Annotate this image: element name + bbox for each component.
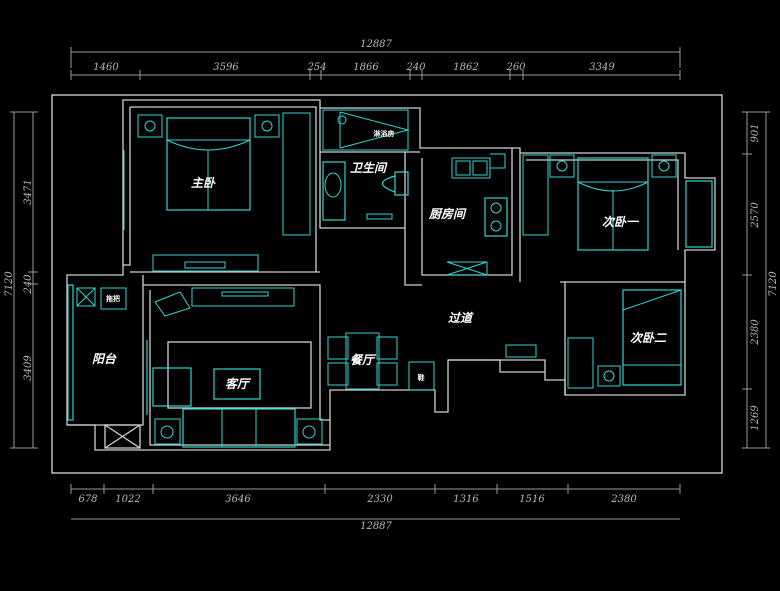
dim-label: 254 — [306, 62, 326, 73]
nightstand — [597, 365, 621, 387]
dim-label: 2380 — [610, 494, 637, 505]
dim-label: 3596 — [213, 62, 239, 73]
label-shoe-cabinet: 鞋 — [418, 373, 425, 382]
label-balcony: 阳台 — [92, 352, 117, 366]
dim-label: 3471 — [23, 179, 34, 204]
dim-label: 1022 — [115, 494, 140, 505]
shoe-cabinet — [408, 361, 435, 391]
dim-label: 2570 — [750, 202, 761, 229]
tv-stand — [191, 287, 295, 307]
dim-label: 1866 — [353, 62, 379, 73]
left-dimensions: 3471 240 3409 7120 — [4, 111, 38, 449]
right-total-dim: 7120 — [768, 271, 779, 297]
dim-label: 240 — [23, 274, 34, 295]
dim-label: 1862 — [453, 62, 478, 73]
sofa — [182, 408, 296, 448]
mop-sink — [100, 287, 127, 310]
bedroom-two-bed — [622, 289, 682, 386]
label-mop-sink: 拖把 — [106, 294, 120, 303]
dim-label: 678 — [78, 494, 97, 505]
washbasin — [322, 161, 346, 221]
label-dining: 餐厅 — [350, 353, 377, 367]
dining-table — [345, 332, 380, 390]
nightstand — [137, 114, 163, 138]
dim-label: 3349 — [589, 62, 615, 73]
bay-window — [685, 180, 713, 248]
corner-cabinet — [154, 291, 191, 317]
stove — [484, 197, 508, 237]
label-corridor: 过道 — [448, 311, 474, 325]
shower — [322, 109, 409, 151]
walls — [66, 99, 716, 451]
nightstand — [254, 114, 280, 138]
top-dimensions: 12887 1460 3596 254 1866 240 1862 260 33… — [70, 39, 681, 80]
dim-label: 240 — [405, 62, 426, 73]
wardrobe — [282, 112, 311, 236]
dim-label: 1460 — [93, 62, 119, 73]
label-shower: 淋浴房 — [374, 129, 395, 138]
armchair — [152, 367, 192, 407]
rug — [167, 341, 312, 409]
tv-cabinet — [152, 254, 259, 272]
bottom-dimensions: 678 1022 3646 2330 1316 1516 2380 12887 — [70, 484, 681, 532]
dim-label: 260 — [505, 62, 526, 73]
label-bathroom: 卫生间 — [350, 161, 388, 175]
side-table — [154, 418, 181, 445]
top-total-dim: 12887 — [360, 39, 392, 50]
label-bedroom-one: 次卧一 — [602, 215, 640, 229]
dim-label: 901 — [750, 123, 761, 142]
balcony-window — [67, 284, 74, 421]
dim-label: 1316 — [453, 494, 479, 505]
label-bedroom-two: 次卧二 — [630, 331, 667, 345]
wardrobe — [567, 337, 594, 389]
bottom-total-dim: 12887 — [360, 521, 392, 532]
label-living: 客厅 — [225, 377, 252, 391]
wardrobe — [522, 154, 549, 236]
washer — [76, 287, 96, 307]
coffee-table — [213, 368, 261, 400]
side-table — [296, 418, 323, 445]
dim-label: 1516 — [519, 494, 545, 505]
furniture — [67, 109, 713, 449]
dim-label: 2330 — [366, 494, 393, 505]
left-total-dim: 7120 — [4, 271, 15, 297]
drawing-frame — [51, 94, 723, 474]
label-kitchen: 厨房间 — [428, 207, 467, 221]
dim-label: 1269 — [750, 405, 761, 431]
room-labels: 主卧 卫生间 淋浴房 厨房间 次卧一 次卧二 过道 餐厅 客厅 阳台 拖把 鞋 — [92, 129, 667, 391]
dim-label: 3409 — [23, 355, 34, 381]
right-dimensions: 901 2570 2380 1269 7120 — [742, 111, 779, 449]
nightstand — [549, 154, 575, 178]
dim-label: 3646 — [225, 494, 251, 505]
nightstand — [651, 154, 677, 178]
label-master-bedroom: 主卧 — [191, 176, 216, 190]
toilet — [381, 171, 409, 196]
dim-label: 2380 — [750, 319, 761, 346]
